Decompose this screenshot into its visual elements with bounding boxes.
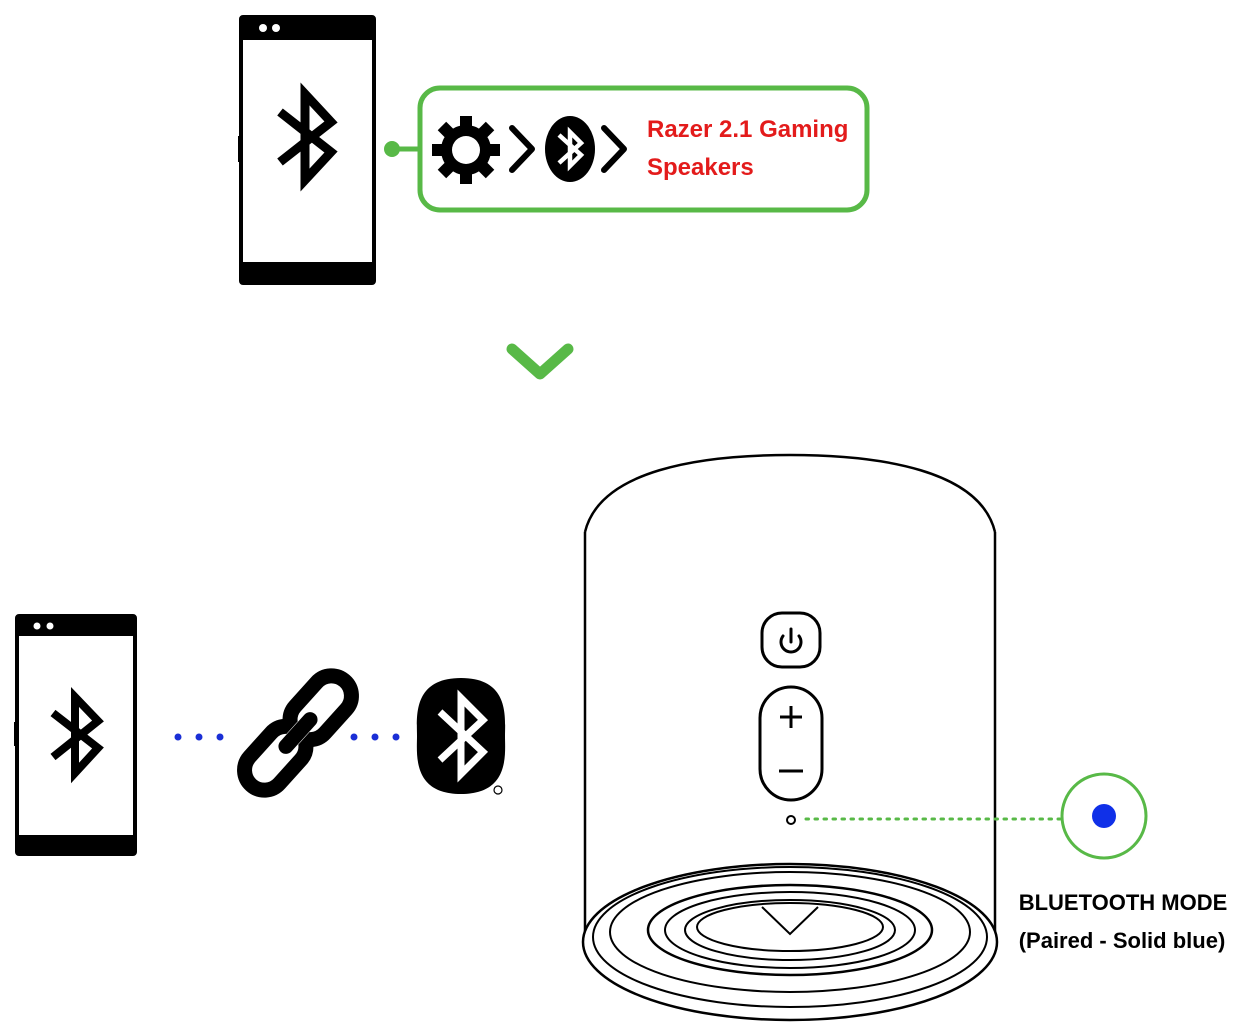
phone-camera-dot [33, 622, 41, 630]
speaker-driver-ring [664, 891, 916, 969]
speaker-driver-ring [696, 902, 884, 952]
power-button [760, 611, 822, 669]
led-indicator [1060, 772, 1148, 860]
pairing-dots-left [174, 733, 224, 741]
phone-camera-dot [272, 24, 280, 32]
bluetooth-icon [277, 82, 338, 192]
volume-rocker [758, 685, 824, 802]
phone-side-button [238, 136, 241, 162]
led-blue-dot [1092, 804, 1116, 828]
bluetooth-icon [545, 116, 595, 182]
device-name-line1: Razer 2.1 Gaming [647, 116, 848, 143]
chevron-down-icon [506, 343, 574, 380]
power-icon [779, 634, 803, 654]
speaker-top-rim [583, 453, 997, 533]
settings-callout: Razer 2.1 Gaming Speakers [417, 85, 870, 213]
speaker-base-outer [581, 862, 999, 1022]
callout-box [417, 85, 870, 213]
device-name-line2: Speakers [647, 154, 754, 181]
mode-label: BLUETOOTH MODE [1019, 890, 1228, 915]
callout-connector [384, 141, 420, 157]
phone-top-bar [241, 17, 374, 40]
phone-bottom-bar [241, 262, 374, 283]
pairing-dots-right [350, 733, 400, 741]
speaker-driver-ring [646, 883, 934, 977]
phone-top-bar [17, 616, 135, 636]
phone-side-button [14, 722, 17, 746]
chevron-right-icon [509, 125, 535, 173]
link-icon [237, 668, 359, 798]
speaker-driver-ring [684, 899, 896, 961]
chevron-right-icon [601, 125, 627, 173]
registered-mark-icon [493, 785, 503, 795]
gear-icon [432, 116, 500, 184]
phone-camera-dot [46, 622, 54, 630]
speaker-driver-notch [761, 906, 819, 936]
phone-camera-dot [259, 24, 267, 32]
status-led [786, 815, 796, 825]
speaker-base-ring [592, 866, 988, 1008]
phone-bottom [14, 614, 137, 856]
speaker [581, 453, 999, 1022]
phone-top [238, 15, 376, 285]
mode-detail: (Paired - Solid blue) [1019, 928, 1226, 953]
speaker-base-ring [609, 871, 971, 993]
bluetooth-icon [50, 687, 104, 784]
phone-bottom-bar [17, 835, 135, 854]
bluetooth-logo-icon [416, 678, 506, 795]
